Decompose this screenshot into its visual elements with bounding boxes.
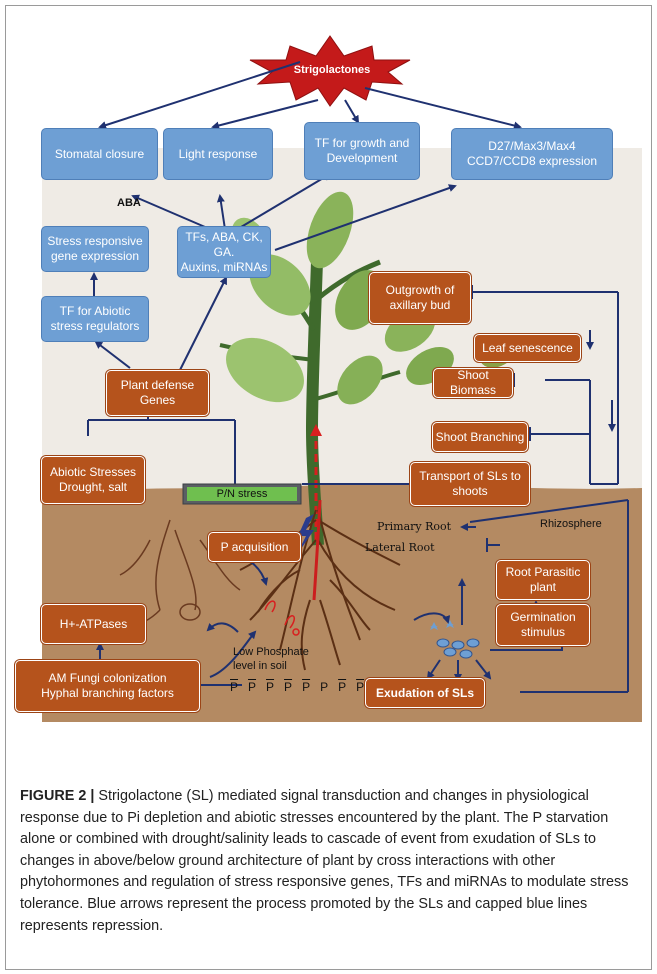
outgrowth-box: Outgrowth of axillary bud [369,272,471,324]
leaf [226,337,304,403]
transport-box: Transport of SLs to shoots [410,462,530,506]
stress-gene-box: Stress responsive gene expression [41,226,149,272]
leaf-senescence-box: Leaf senescence [474,334,581,362]
shoot-branching-box: Shoot Branching [432,422,528,452]
primary-root-red [312,499,322,601]
tfs-hormones-box: TFs, ABA, CK, GA. Auxins, miRNAs [177,226,271,278]
light-response-box: Light response [163,128,273,180]
phosphate-ion: P [284,680,293,694]
am-fungi-box: AM Fungi colonization Hyphal branching f… [15,660,200,712]
figure-caption: FIGURE 2 | Strigolactone (SL) mediated s… [20,786,642,937]
caption-text: Strigolactone (SL) mediated signal trans… [20,788,629,934]
connector-lines [87,291,629,693]
exudation-box: Exudation of SLs [365,678,485,708]
phosphate-row: P P P P P P P P [230,680,364,694]
root-parasitic-box: Root Parasitic plant [496,560,590,600]
leaf [337,355,383,405]
plant-stem [305,229,324,546]
tf-abiotic-box: TF for Abiotic stress regulators [41,296,149,342]
phosphate-ion: P [266,680,275,694]
plant-branch [314,259,381,302]
low-phosphate-label: Low Phosphate level in soil [233,646,309,672]
d27-max-box: D27/Max3/Max4 CCD7/CCD8 expression [451,128,613,180]
phosphate-ion: P [302,680,311,694]
sl-exudate [436,638,480,659]
lightning-icon [296,514,314,556]
phosphate-ion: P [320,680,329,694]
plant-roots [239,509,401,671]
abiotic-stress-box: Abiotic Stresses Drought, salt [41,456,145,504]
phosphate-ion: P [338,680,347,694]
h-atpases-box: H+-ATPases [41,604,146,644]
p-acquisition-box: P acquisition [208,532,301,562]
germination-box: Germination stimulus [496,604,590,646]
caption-label: FIGURE 2 | [20,788,95,804]
aba-label: ABA [117,197,141,209]
phosphate-ion: P [230,680,239,694]
primary-root-label: Primary Root [377,520,452,533]
shoot-biomass-box: Shoot Biomass [433,368,513,398]
sl-star-molecules [430,620,454,630]
strigolactones-label: Strigolactones [293,64,371,76]
tf-growth-box: TF for growth and Development [304,122,420,180]
rhizosphere-label: Rhizosphere [540,518,602,530]
red-hyphae [264,600,300,636]
phosphate-ion: P [248,680,257,694]
lateral-root-label: Lateral Root [365,541,435,554]
stomatal-closure-box: Stomatal closure [41,128,158,180]
plant-defense-box: Plant defense Genes [106,370,209,416]
pn-stress-label: P/N stress [216,488,268,500]
strigolactones-star [249,35,411,107]
repression-caps [471,285,531,552]
phosphate-ion: P [356,680,365,694]
